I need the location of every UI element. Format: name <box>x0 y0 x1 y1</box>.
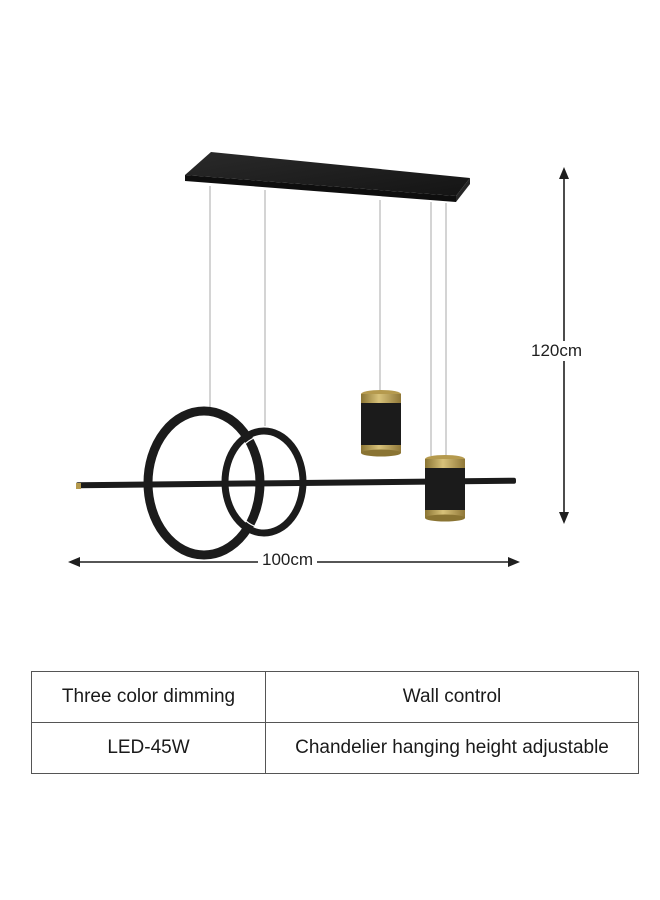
suspension-wires <box>209 186 447 456</box>
table-row: LED-45W Chandelier hanging height adjust… <box>31 722 639 774</box>
horizontal-bar <box>76 477 516 489</box>
chandelier-illustration <box>68 152 569 567</box>
ceiling-canopy <box>185 152 470 202</box>
spec-cell-dimming: Three color dimming <box>31 671 266 723</box>
spec-cell-height-adjustable: Chandelier hanging height adjustable <box>265 722 639 774</box>
height-dimension-label: 120cm <box>530 341 584 361</box>
cylinder-pendant-lower <box>425 455 465 522</box>
spec-cell-power: LED-45W <box>31 722 266 774</box>
cylinder-pendant-upper <box>361 390 401 457</box>
spec-cell-control: Wall control <box>265 671 639 723</box>
table-row: Three color dimming Wall control <box>31 671 639 723</box>
spec-table: Three color dimming Wall control LED-45W… <box>31 671 639 774</box>
width-dimension-label: 100cm <box>258 550 318 570</box>
